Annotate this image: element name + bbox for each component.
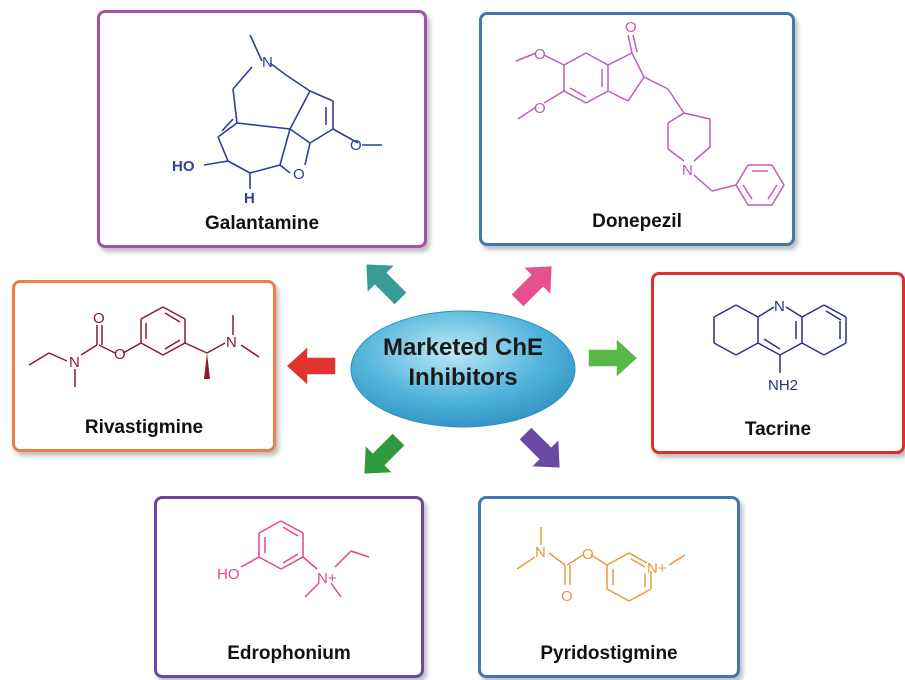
- galantamine-atom-n: N: [262, 54, 273, 71]
- tacrine-card: N NH2 Tacrine: [651, 272, 905, 454]
- edrophonium-atom-n: N+: [317, 570, 337, 587]
- edrophonium-structure: HO N+: [217, 520, 370, 598]
- galantamine-label: Galantamine: [204, 213, 320, 234]
- galantamine-card: N O O HO H Galantamine: [97, 10, 427, 248]
- pyridostigmine-card: N O O N+ Pyridostigmine: [478, 496, 740, 678]
- edrophonium-card: HO N+ Edrophonium: [154, 496, 424, 678]
- donepezil-atom-o-keto: O: [625, 19, 637, 36]
- center-title-line1: Marketed ChE: [382, 334, 544, 361]
- donepezil-card: O O O N Donepezil: [479, 12, 795, 246]
- center-ellipse: Marketed ChE Inhibitors: [348, 307, 578, 431]
- pyridostigmine-atom-o-carbonyl: O: [561, 588, 573, 605]
- galantamine-atom-ho: HO: [172, 158, 195, 175]
- edrophonium-atom-ho: HO: [217, 566, 240, 583]
- edrophonium-label: Edrophonium: [227, 643, 351, 664]
- donepezil-structure: O O O N: [515, 19, 785, 206]
- rivastigmine-card: O N O N Rivastigmine: [12, 280, 276, 452]
- rivastigmine-structure: O N O N: [28, 306, 260, 387]
- rivastigmine-label: Rivastigmine: [84, 417, 204, 438]
- arrow-to-galantamine: [364, 262, 409, 307]
- arrow-to-pyridostigmine: [517, 425, 562, 470]
- pyridostigmine-atom-o-ester: O: [582, 546, 594, 563]
- pyridostigmine-label: Pyridostigmine: [540, 643, 678, 664]
- arrow-to-donepezil: [509, 264, 554, 309]
- galantamine-atom-h: H: [244, 190, 255, 207]
- galantamine-atom-o-me: O: [350, 137, 362, 154]
- pyridostigmine-structure: N O O N+: [516, 527, 686, 605]
- donepezil-atom-n: N: [682, 162, 693, 179]
- arrow-to-edrophonium: [362, 431, 407, 476]
- rivastigmine-atom-o-ester: O: [114, 346, 126, 363]
- donepezil-label: Donepezil: [592, 211, 682, 232]
- center-title-line2: Inhibitors: [408, 364, 518, 391]
- arrow-to-tacrine: [587, 336, 640, 380]
- tacrine-structure: N NH2: [713, 298, 847, 394]
- galantamine-structure: N O O HO H: [172, 34, 382, 207]
- donepezil-atom-o2: O: [534, 100, 546, 117]
- tacrine-label: Tacrine: [744, 419, 812, 440]
- rivastigmine-atom-n-amine: N: [226, 334, 237, 351]
- galantamine-atom-o-ring: O: [293, 166, 305, 183]
- pyridostigmine-atom-n-carb: N: [535, 544, 546, 561]
- pyridostigmine-atom-n-pyr: N+: [647, 560, 667, 577]
- tacrine-atom-n: N: [774, 298, 785, 315]
- arrow-to-rivastigmine: [284, 344, 337, 388]
- rivastigmine-atom-o-carbonyl: O: [93, 310, 105, 327]
- donepezil-atom-o1: O: [534, 46, 546, 63]
- tacrine-atom-nh2: NH2: [768, 377, 798, 394]
- rivastigmine-atom-n-carb: N: [69, 354, 80, 371]
